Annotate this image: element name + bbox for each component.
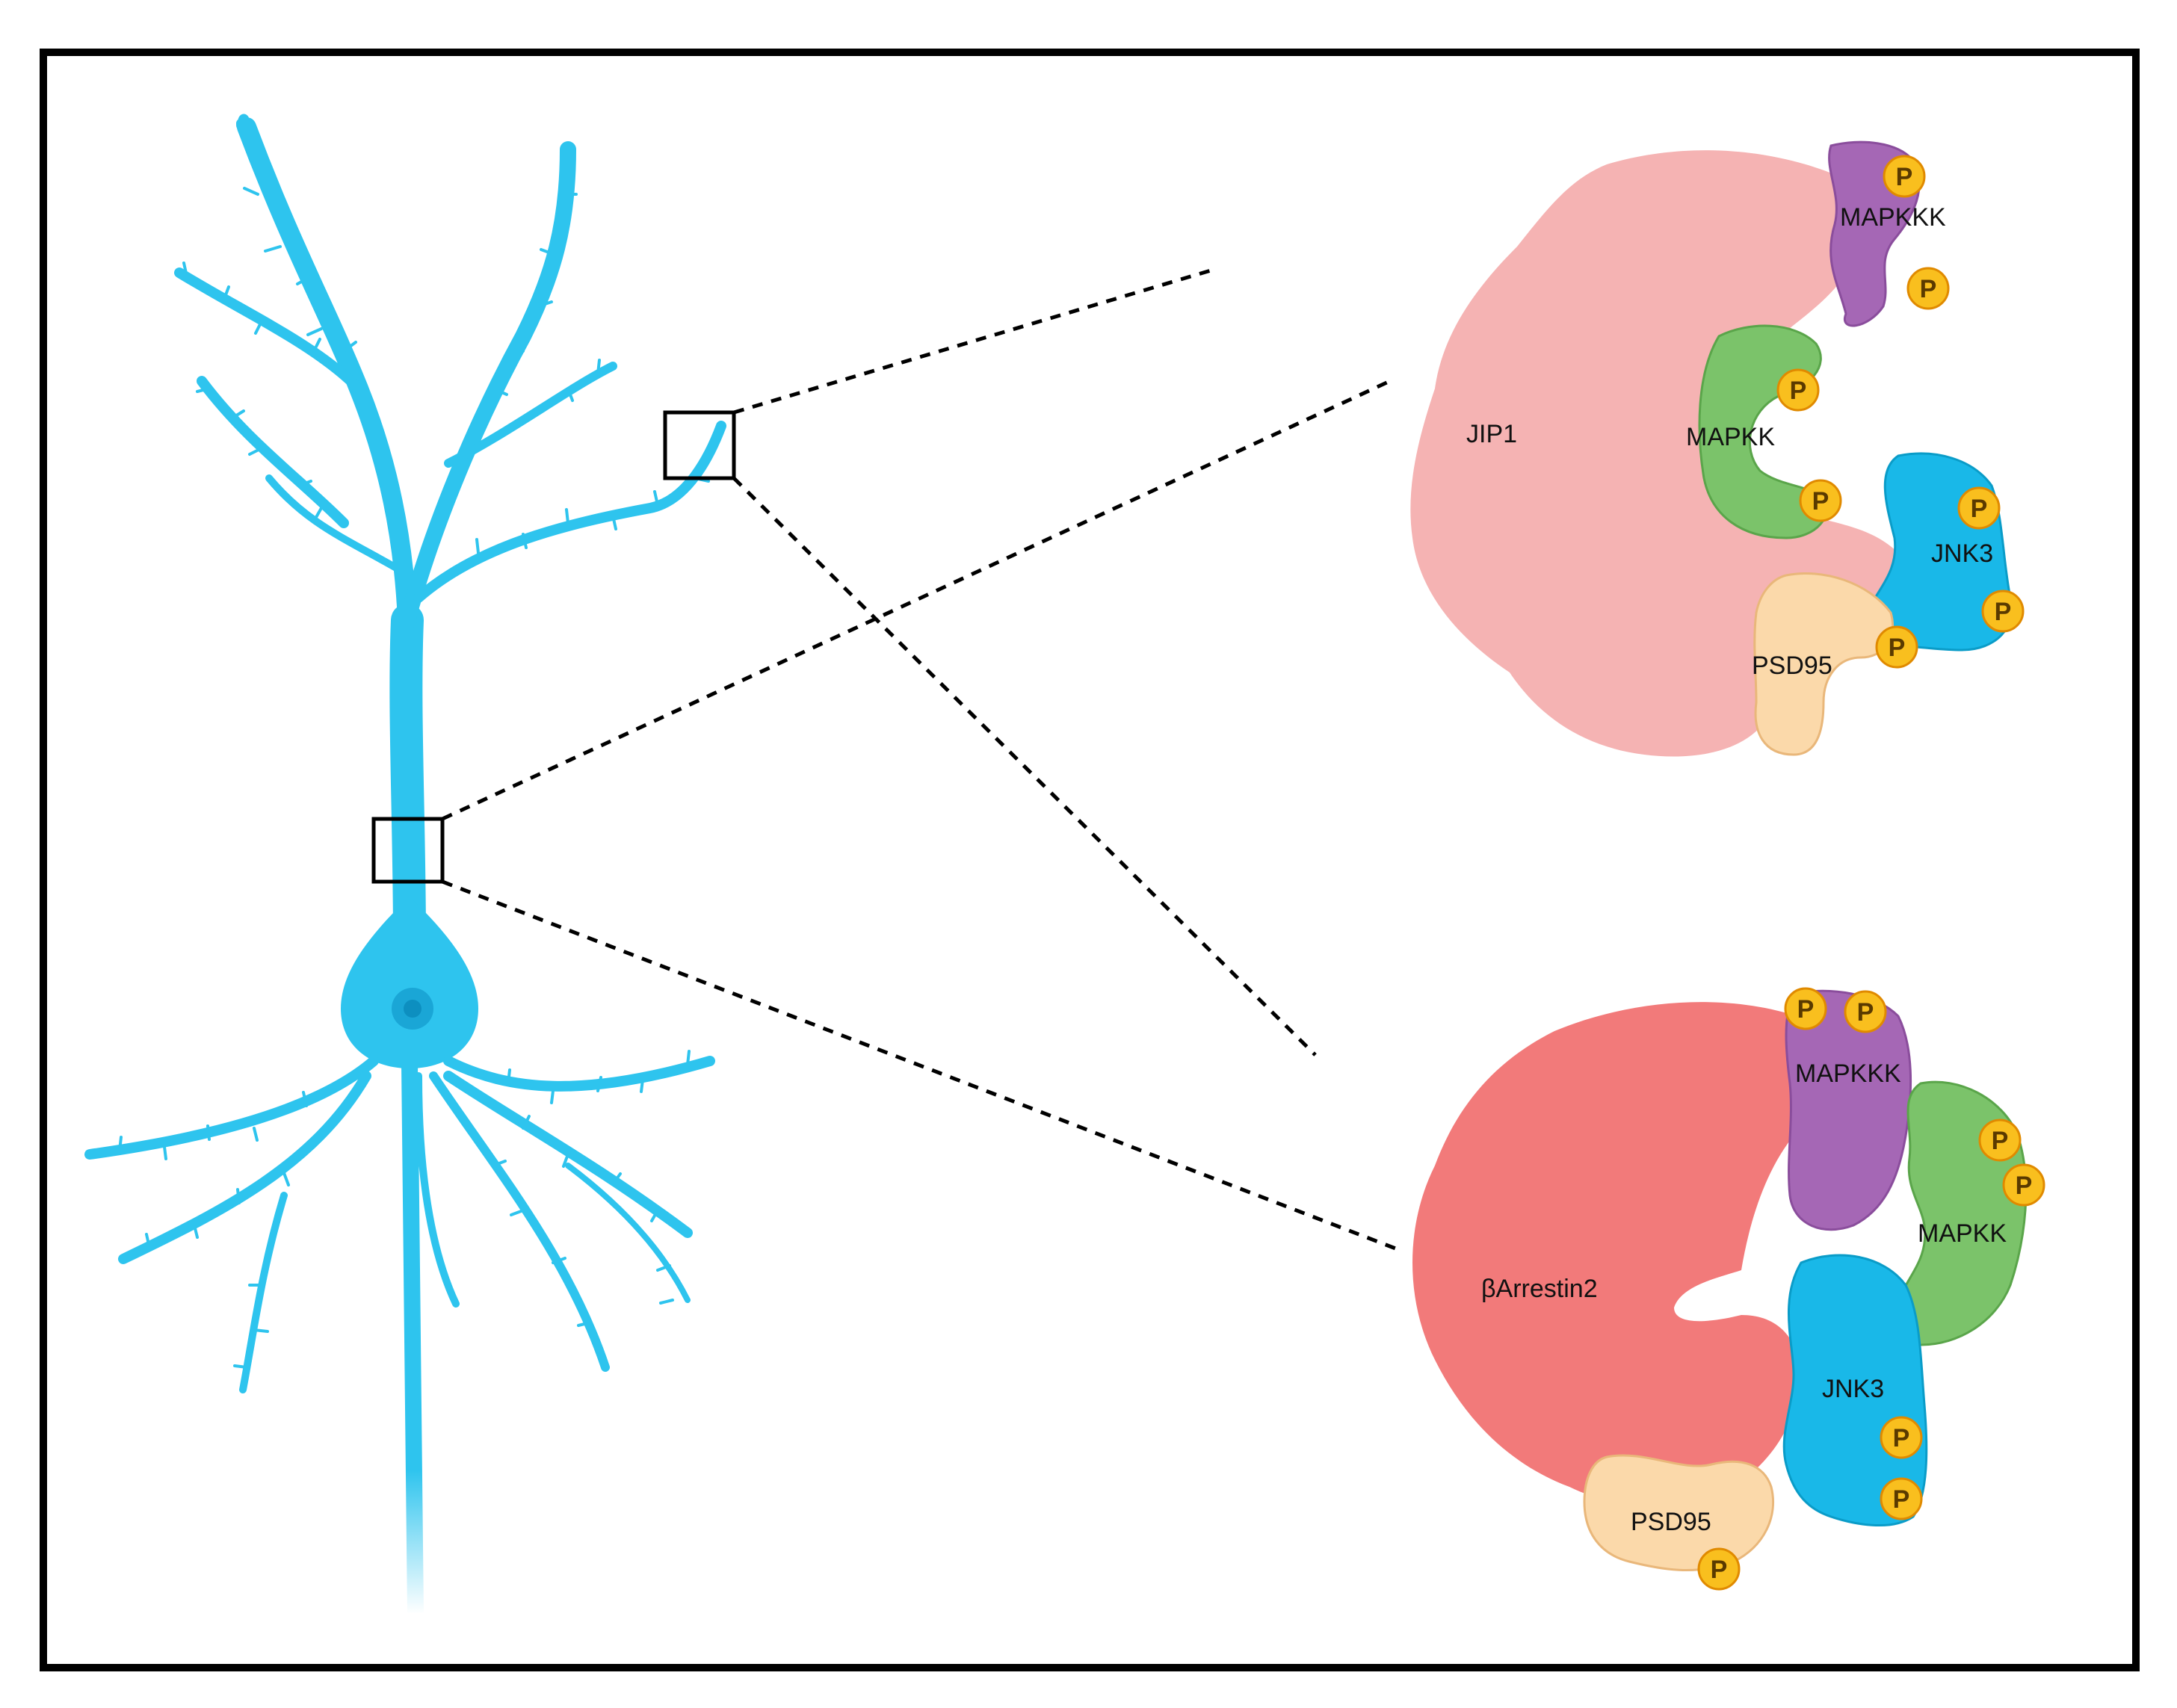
zoom-box-axon <box>371 817 445 884</box>
svg-text:P: P <box>1711 1556 1728 1584</box>
label-mapkk-bottom: MAPKK <box>1918 1219 2007 1248</box>
phospho-badge: P <box>1697 1547 1741 1591</box>
svg-text:P: P <box>2016 1172 2033 1200</box>
phospho-badge: P <box>1875 625 1918 669</box>
neuron-soma <box>341 897 478 1068</box>
svg-text:P: P <box>1812 487 1829 516</box>
complex-top: JIP1 MAPKKK MAPKK JNK3 PSD95 P P P P P P… <box>1410 140 2025 757</box>
phospho-badge: P <box>1981 590 2025 633</box>
label-barrestin2: βArrestin2 <box>1481 1275 1598 1303</box>
svg-text:P: P <box>1797 995 1815 1024</box>
label-jip1: JIP1 <box>1466 420 1517 448</box>
svg-text:P: P <box>1790 377 1807 405</box>
label-jnk3-bottom: JNK3 <box>1822 1375 1884 1403</box>
svg-text:P: P <box>1857 998 1874 1027</box>
label-psd95-bottom: PSD95 <box>1631 1508 1711 1536</box>
neuron-dendrite <box>444 362 617 468</box>
neuron-dendrite <box>174 267 364 394</box>
neuron-basal-dendrite <box>415 1072 460 1308</box>
phospho-badge: P <box>1957 486 2001 530</box>
neuron-axon <box>401 1030 424 1622</box>
complex-bottom: βArrestin2 MAPKKK MAPKK JNK3 PSD95 P P P… <box>1412 987 2045 1591</box>
svg-text:P: P <box>1995 598 2012 626</box>
neuron-basal-dendrite <box>118 1071 371 1264</box>
label-mapkk-top: MAPKK <box>1686 423 1775 451</box>
phospho-badges-bottom: P P P P P P P <box>1697 987 2045 1591</box>
phospho-badges-top: P P P P P P P <box>1776 155 2025 669</box>
neuron-basal-dendrite <box>443 1071 693 1238</box>
phospho-badge: P <box>1799 479 1842 522</box>
label-mapkkk-top: MAPKKK <box>1840 203 1946 232</box>
jnk3-bottom <box>1782 1254 1928 1526</box>
svg-text:P: P <box>1992 1127 2009 1155</box>
neuron-spines <box>118 187 710 1369</box>
neuron-dendrite <box>413 421 726 603</box>
phospho-badge: P <box>1906 267 1950 310</box>
neuron-apical-trunk <box>389 604 426 958</box>
svg-text:P: P <box>1893 1485 1910 1514</box>
neuron-dendrite <box>265 474 400 572</box>
svg-text:P: P <box>1889 634 1906 662</box>
svg-text:P: P <box>1920 275 1937 303</box>
phospho-badge: P <box>1784 987 1827 1030</box>
label-jnk3-top: JNK3 <box>1931 539 1993 568</box>
neuron-dendrite <box>236 114 251 131</box>
psd95-top <box>1753 572 1895 756</box>
neuron-illustration <box>84 114 726 1622</box>
svg-text:P: P <box>1971 495 1988 523</box>
phospho-badge: P <box>2002 1163 2045 1207</box>
neuron-basal-dendrite <box>565 1163 691 1303</box>
zoom-projection-lines <box>441 268 1398 1251</box>
neuron-basal-dendrite <box>443 1056 715 1092</box>
phospho-badge: P <box>1844 990 1887 1033</box>
label-psd95-top: PSD95 <box>1752 652 1832 680</box>
mapkkk-bottom <box>1785 989 1912 1231</box>
phospho-badge: P <box>1978 1118 2022 1162</box>
phospho-badge: P <box>1880 1477 1923 1520</box>
barrestin2-scaffold <box>1412 1002 1832 1504</box>
phospho-badge: P <box>1776 368 1820 412</box>
label-mapkkk-bottom: MAPKKK <box>1795 1059 1901 1088</box>
svg-text:P: P <box>1893 1424 1910 1452</box>
phospho-badge: P <box>1883 155 1926 198</box>
neuron-basal-dendrite <box>84 1056 379 1160</box>
svg-text:P: P <box>1896 163 1913 191</box>
neuron-nucleolus <box>404 1000 421 1018</box>
zoom-box-dendrite <box>663 410 736 480</box>
phospho-badge: P <box>1880 1416 1923 1459</box>
neuron-dendrite <box>197 376 349 528</box>
